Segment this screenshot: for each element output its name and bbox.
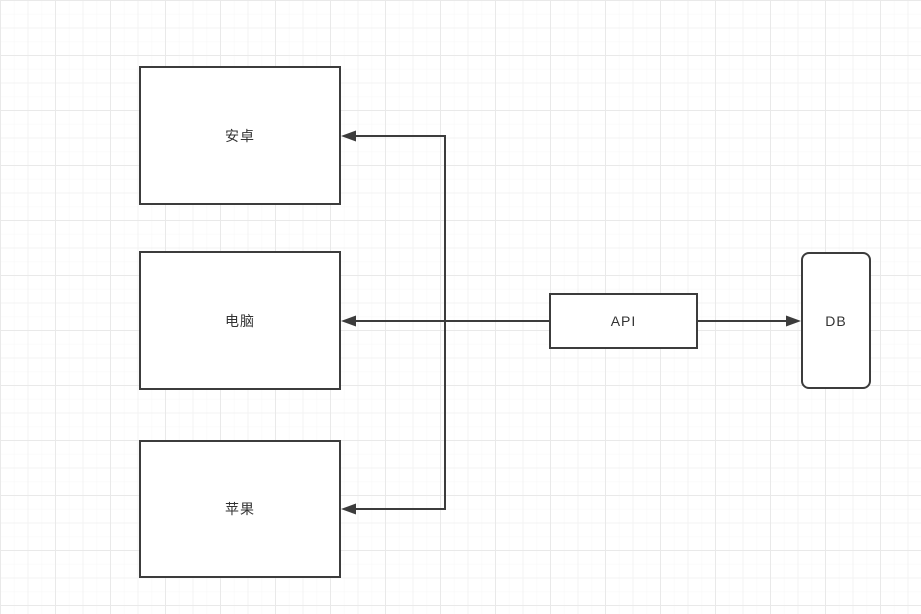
node-pc-label: 电脑	[225, 312, 255, 329]
connector-api-to-android[interactable]	[341, 130, 549, 322]
node-apple[interactable]: 苹果	[139, 440, 341, 578]
node-api[interactable]: API	[549, 293, 698, 349]
node-api-label: API	[610, 313, 637, 329]
node-db-label: DB	[825, 312, 847, 329]
connector-api-to-db[interactable]	[698, 315, 801, 327]
node-pc[interactable]: 电脑	[139, 251, 341, 390]
node-db[interactable]: DB	[801, 252, 871, 389]
node-android-label: 安卓	[225, 127, 255, 144]
arrowhead-right-icon	[786, 315, 801, 327]
connector-api-to-apple[interactable]	[341, 320, 549, 515]
node-android[interactable]: 安卓	[139, 66, 341, 205]
arrowhead-left-icon	[341, 503, 356, 515]
node-apple-label: 苹果	[225, 501, 255, 517]
arrowhead-left-icon	[341, 315, 356, 327]
arrowhead-left-icon	[341, 130, 356, 142]
